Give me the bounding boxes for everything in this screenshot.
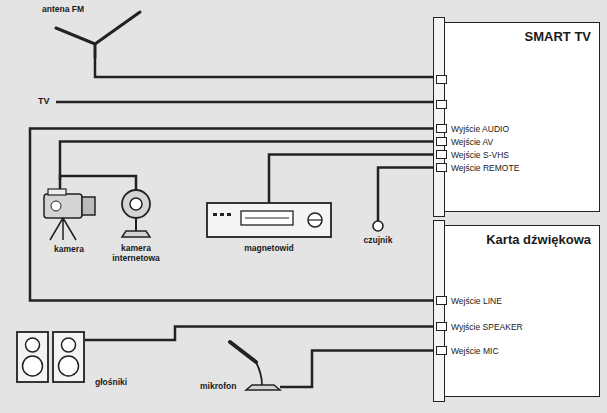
device-label: kamera internetowa — [108, 243, 164, 263]
speaker-box — [53, 332, 84, 382]
port-label: Wejście MIC — [451, 346, 499, 356]
cable — [60, 142, 436, 181]
cable-stub — [268, 195, 271, 203]
cable — [378, 168, 436, 216]
camcorder-node: kamera — [38, 180, 100, 254]
port-socket — [436, 322, 447, 331]
port-label: Wyjście SPEAKER — [451, 322, 523, 332]
speaker-cone — [23, 356, 43, 376]
vcr-button — [220, 213, 224, 216]
tv-wire — [56, 101, 440, 104]
cable-label: TV — [38, 96, 50, 107]
vcr-knob-mark — [308, 219, 322, 220]
antenna-node: antena FM — [40, 4, 150, 58]
device-label: kamera — [38, 244, 100, 254]
port: Wyjście AUDIO — [436, 123, 509, 134]
cable-stub — [280, 386, 300, 389]
camera-lens — [82, 197, 95, 215]
antenna-arms — [56, 12, 140, 58]
cable — [150, 327, 436, 341]
vcr-slot-line — [245, 218, 289, 219]
webcam-ball — [122, 190, 150, 218]
device-illustration — [38, 180, 100, 242]
tv-card: SMART TV Wyjście AUDIO Wejście AV Wejście S… — [437, 22, 600, 212]
device-label: magnetowid — [205, 243, 333, 253]
device-label: czujnik — [355, 235, 401, 245]
sound-card: Karta dźwiękowaWejście LINE Wyjście SPEAK… — [437, 225, 600, 397]
sensor-node: czujnik — [355, 215, 401, 245]
tripod — [50, 218, 76, 240]
cable-stub — [135, 185, 138, 190]
port-socket — [436, 100, 447, 109]
device-label: antena FM — [42, 4, 84, 14]
card-title: SMART TV — [525, 29, 591, 44]
sensor-icon — [355, 215, 401, 233]
port: Wejście REMOTE — [436, 162, 519, 173]
card-bracket — [433, 220, 445, 402]
port: Wejście LINE — [436, 295, 502, 306]
card-title: Karta dźwiękowa — [486, 232, 591, 247]
camera-body — [44, 194, 82, 218]
speaker-cone — [59, 356, 79, 376]
mic-head — [230, 342, 256, 362]
speakers-icon — [15, 328, 150, 388]
webcam-node: kamera internetowa — [108, 185, 164, 263]
cable — [300, 351, 436, 388]
cable-stub — [85, 339, 150, 342]
port: Wejście S-VHS — [436, 149, 509, 160]
vcr-icon — [205, 195, 333, 241]
cable — [30, 129, 436, 301]
camcorder-icon — [38, 180, 100, 242]
webcam-lens — [130, 198, 142, 210]
vcr-slot — [241, 211, 293, 225]
speaker-box — [17, 332, 48, 382]
speaker-cone — [26, 338, 40, 352]
port-label: Wyjście AUDIO — [451, 124, 509, 134]
speakers-node: głośniki — [15, 328, 150, 388]
vcr-node: magnetowid — [205, 195, 333, 253]
camera-handle — [48, 189, 66, 195]
card-bracket — [433, 17, 445, 217]
port-label: Wejście REMOTE — [451, 163, 519, 173]
vcr-button — [227, 213, 231, 216]
port: Wyjście SPEAKER — [436, 321, 523, 332]
microphone-node: mikrofon — [200, 336, 300, 392]
port-socket — [436, 75, 447, 84]
mic-stem — [256, 362, 262, 385]
vcr-body — [207, 203, 331, 237]
port: Wejście MIC — [436, 345, 499, 356]
port-socket — [436, 163, 447, 172]
device-illustration — [108, 185, 164, 241]
webcam-icon — [108, 185, 164, 241]
port-label: Wejście LINE — [451, 296, 502, 306]
webcam-stand — [135, 218, 137, 231]
sensor-head — [373, 221, 383, 231]
port-label: Wejście S-VHS — [451, 150, 509, 160]
port-socket — [436, 346, 447, 355]
device-label: głośniki — [95, 377, 127, 387]
device-label: mikrofon — [200, 381, 236, 391]
camera-reel — [51, 201, 61, 211]
mic-base — [246, 385, 280, 390]
device-illustration — [205, 195, 333, 241]
device-illustration — [355, 215, 401, 233]
port-socket — [436, 137, 447, 146]
port-socket — [436, 124, 447, 133]
speaker-cone — [62, 338, 76, 352]
webcam-base — [122, 231, 150, 237]
port-socket — [436, 150, 447, 159]
port-socket — [436, 296, 447, 305]
cable — [60, 176, 136, 185]
cable — [95, 58, 437, 77]
cable — [269, 155, 436, 196]
vcr-button — [213, 213, 217, 216]
port-label: Wejście AV — [451, 137, 493, 147]
port: Wejście AV — [436, 136, 493, 147]
vcr-knob — [308, 213, 322, 227]
